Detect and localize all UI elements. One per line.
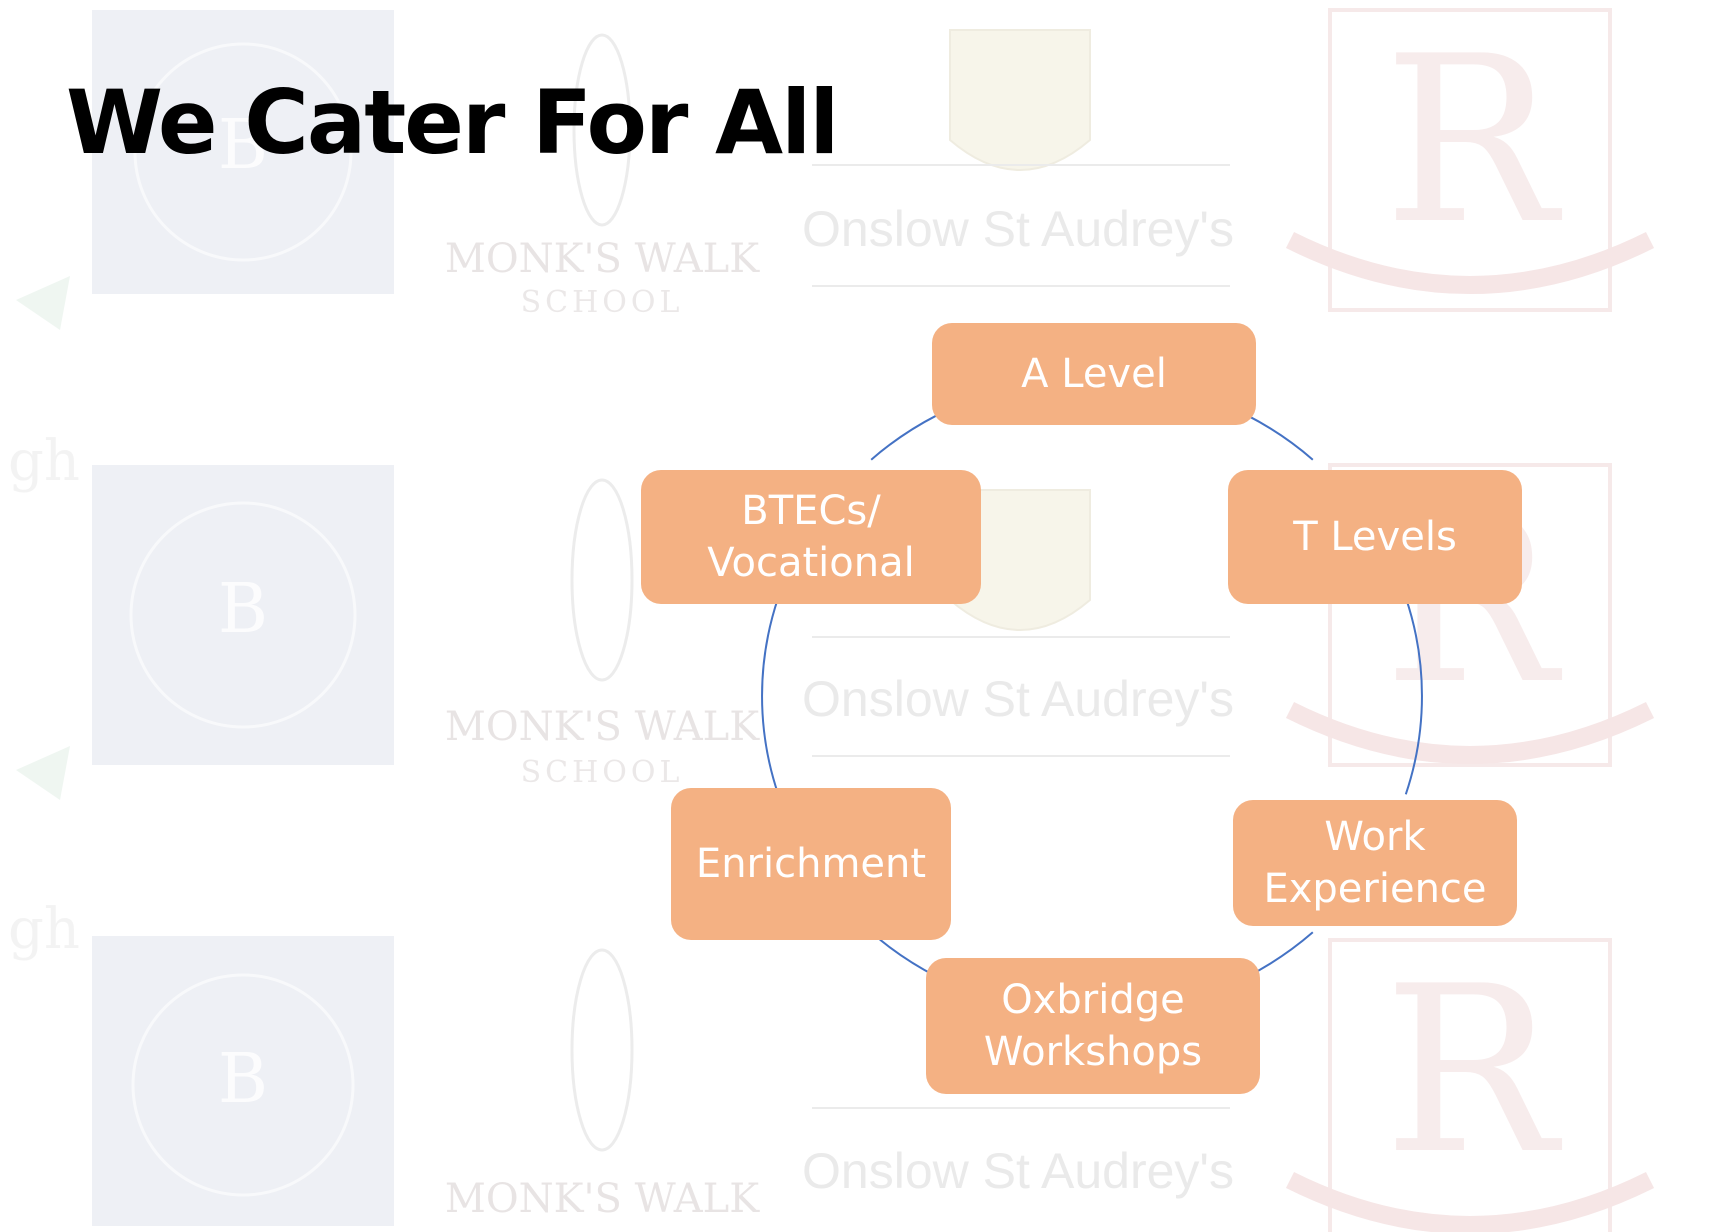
svg-text:B: B: [218, 570, 268, 649]
svg-text:MONK'S WALK: MONK'S WALK: [445, 1176, 760, 1222]
svg-text:Onslow St Audrey's: Onslow St Audrey's: [802, 201, 1234, 257]
cycle-node-enrichment: Enrichment: [671, 788, 951, 940]
cycle-node-t-levels: T Levels: [1228, 470, 1522, 604]
connector-t-levels-to-work-experience: [1404, 597, 1423, 795]
onslow-st-audreys-logo-watermark: Onslow St Audrey's Onslow St Audrey's On…: [802, 29, 1234, 1199]
svg-text:MONK'S WALK: MONK'S WALK: [445, 236, 760, 282]
svg-text:MONK'S WALK: MONK'S WALK: [445, 704, 760, 750]
svg-text:Onslow St Audrey's: Onslow St Audrey's: [802, 1143, 1234, 1199]
ridgeway-logo-watermark: R R R: [1285, 8, 1655, 1232]
connector-a-level-to-t-levels: [1246, 414, 1314, 461]
svg-text:gh: gh: [8, 429, 80, 494]
svg-text:Onslow St Audrey's: Onslow St Audrey's: [802, 671, 1234, 727]
cycle-node-a-level: A Level: [932, 323, 1256, 425]
svg-text:B: B: [218, 106, 268, 185]
cycle-node-oxbridge-workshops: Oxbridge Workshops: [926, 958, 1260, 1094]
bishops-hatfield-logo-watermark: B B B: [92, 10, 394, 1226]
connector-btecs-to-a-level: [870, 414, 938, 461]
slide-title: We Cater For All: [66, 71, 839, 174]
cycle-node-work-experience: Work Experience: [1233, 800, 1517, 926]
svg-text:R: R: [1383, 8, 1562, 275]
monks-walk-logo-watermark: MONK'S WALK SCHOOL MONK'S WALK SCHOOL MO…: [445, 33, 760, 1222]
connector-enrichment-to-btecs: [761, 597, 780, 795]
cycle-node-btecs-vocational: BTECs/ Vocational: [641, 470, 981, 604]
svg-text:SCHOOL: SCHOOL: [521, 755, 684, 790]
svg-text:SCHOOL: SCHOOL: [521, 285, 684, 320]
svg-text:R: R: [1383, 938, 1562, 1205]
svg-text:B: B: [218, 1040, 268, 1119]
svg-text:gh: gh: [8, 897, 80, 962]
left-edge-watermark-fragments: gh gh: [8, 276, 80, 962]
